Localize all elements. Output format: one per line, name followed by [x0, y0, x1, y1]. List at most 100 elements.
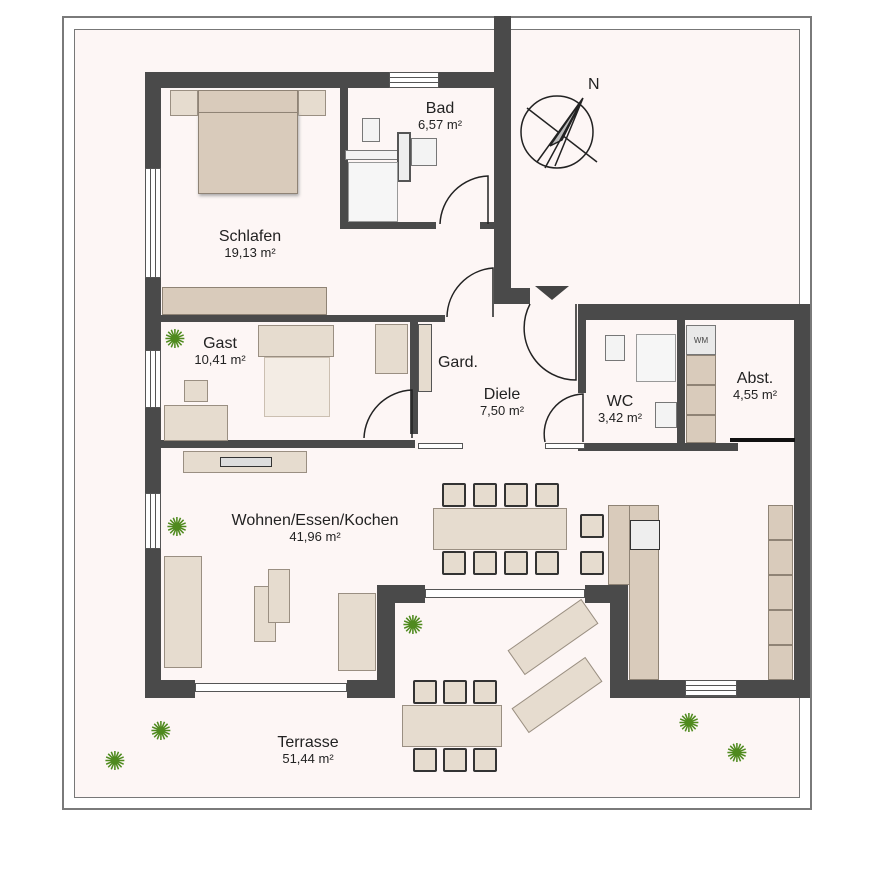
room-name: Terrasse [277, 734, 339, 751]
wc-toilet [605, 335, 625, 361]
door-wc[interactable] [543, 392, 588, 444]
wall-wc-east [677, 320, 685, 445]
compass-label: N [588, 76, 600, 93]
wall-south-living-left [145, 680, 195, 698]
dining-chair [473, 551, 497, 575]
room-area: 4,55 m² [732, 387, 778, 403]
room-label-bad: Bad 6,57 m² [400, 100, 480, 133]
terrace-chair [473, 748, 497, 772]
terrace-chair [443, 680, 467, 704]
door-bedroom[interactable] [445, 262, 500, 322]
guest-desk [164, 405, 228, 441]
terrace-chair [473, 680, 497, 704]
wall-bath-west [340, 88, 348, 228]
plant-icon: ✺ [726, 738, 748, 768]
room-label-schlafen: Schlafen 19,13 m² [190, 228, 310, 261]
wall-abst-south-thin [730, 438, 795, 442]
wall-bath-south [340, 222, 436, 229]
door-gast[interactable] [362, 388, 422, 443]
bed-headboard [198, 90, 298, 116]
door-bath[interactable] [436, 172, 496, 232]
entrance-triangle-icon [535, 286, 569, 300]
bedroom-wardrobe [162, 287, 327, 315]
wall-terrace-divider [494, 16, 511, 76]
wall-gast-east [410, 322, 418, 434]
window-living-terrace [425, 589, 585, 598]
room-area: 6,57 m² [417, 117, 463, 133]
bath-sink [411, 138, 437, 166]
window-bedroom-north [389, 72, 439, 88]
plant-icon: ✺ [402, 610, 424, 640]
double-bed [198, 112, 298, 194]
bath-partition [397, 132, 411, 182]
plant-icon: ✺ [166, 512, 188, 542]
wardrobe-garderobe [418, 324, 432, 392]
room-label-diele: Diele 7,50 m² [462, 386, 542, 419]
wall-kitchen-inner-vertical [610, 585, 628, 698]
room-name: Abst. [736, 370, 774, 387]
room-name: Gast [203, 335, 237, 352]
wall-living-notch-vertical [377, 585, 395, 698]
cooktop [630, 520, 660, 550]
plant-icon: ✺ [164, 324, 186, 354]
wall-kitchen-inner-horizontal [585, 585, 628, 603]
wall-bedroom-south [160, 315, 445, 322]
room-name: WC [606, 393, 634, 410]
room-name: Gard. [437, 354, 478, 371]
room-name: Bad [425, 100, 455, 117]
wall-bath-south-stub [480, 222, 495, 229]
bath-toilet [362, 118, 380, 142]
dining-table [433, 508, 567, 550]
door-threshold-gast [418, 443, 463, 449]
room-label-wc: WC 3,42 m² [585, 393, 655, 426]
dining-chair [580, 514, 604, 538]
living-armchair [338, 593, 376, 671]
dining-chair [580, 551, 604, 575]
compass-north-arrow-icon [520, 95, 598, 169]
room-name: Diele [483, 386, 521, 403]
room-area: 51,44 m² [282, 751, 334, 767]
room-label-abst: Abst. 4,55 m² [715, 370, 795, 403]
window-living-west [145, 493, 161, 549]
dining-chair [473, 483, 497, 507]
diele-floor [410, 300, 590, 450]
window-living-south [195, 683, 347, 692]
wall-living-notch-horizontal [377, 585, 425, 603]
room-area: 3,42 m² [597, 410, 643, 426]
room-label-gard: Gard. [428, 354, 488, 372]
door-entrance[interactable] [523, 303, 583, 384]
window-kitchen-south [685, 680, 737, 697]
wall-wc-west [578, 320, 586, 393]
tv [220, 457, 272, 467]
wall-entry-right [578, 304, 810, 320]
living-sofa [164, 556, 202, 668]
terrace-chair [413, 680, 437, 704]
terrace-table [402, 705, 502, 747]
dining-chair [535, 483, 559, 507]
door-threshold-wc [545, 443, 585, 449]
plant-icon: ✺ [104, 746, 126, 776]
kitchen-cabinets-east [768, 505, 793, 680]
dining-chair [504, 483, 528, 507]
wc-shower [636, 334, 676, 382]
plant-icon: ✺ [678, 708, 700, 738]
room-name: Wohnen/Essen/Kochen [231, 512, 399, 529]
guest-bed [264, 357, 330, 417]
storage-shelves [686, 355, 716, 443]
room-area: 19,13 m² [224, 245, 276, 261]
guest-stool [184, 380, 208, 402]
wall-gast-south [160, 440, 415, 448]
room-area: 7,50 m² [479, 403, 525, 419]
bedside-table-right [298, 90, 326, 116]
wall-north-bedroom [145, 72, 511, 88]
terrace-chair [443, 748, 467, 772]
coffee-table-2 [268, 569, 290, 623]
wall-wc-south [578, 443, 738, 451]
bath-shower [348, 162, 398, 222]
guest-armchair [375, 324, 408, 374]
wc-sink [655, 402, 677, 428]
guest-sofa-back [258, 325, 334, 357]
window-bedroom-west [145, 168, 161, 278]
dining-chair [442, 551, 466, 575]
room-label-terrasse: Terrasse 51,44 m² [258, 734, 358, 767]
